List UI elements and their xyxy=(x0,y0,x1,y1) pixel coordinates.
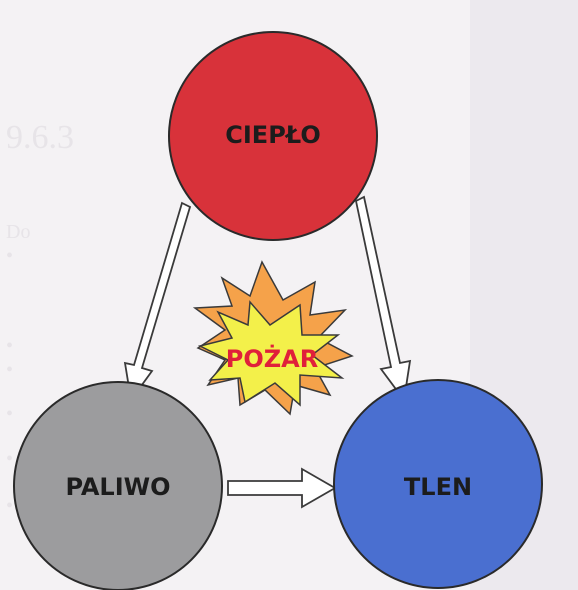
svg-text:•: • xyxy=(6,403,13,425)
fire-label: POŻAR xyxy=(226,344,318,373)
svg-text:•: • xyxy=(6,448,13,470)
arrow-fuel-to-oxygen xyxy=(227,467,337,509)
svg-text:9.6.3: 9.6.3 xyxy=(6,119,74,156)
node-oxygen: TLEN xyxy=(333,379,543,589)
svg-text:•: • xyxy=(6,335,13,357)
svg-text:•: • xyxy=(6,245,13,267)
heat-circle xyxy=(168,31,378,241)
fire-burst: POŻAR xyxy=(192,260,354,416)
node-fuel: PALIWO xyxy=(13,381,223,590)
fuel-circle xyxy=(13,381,223,590)
fuel-label: PALIWO xyxy=(65,473,170,501)
heat-label: CIEPŁO xyxy=(225,121,320,149)
svg-text:•: • xyxy=(6,495,13,517)
arrows xyxy=(123,195,412,509)
svg-text:Do: Do xyxy=(6,221,30,243)
burst-inner-shape xyxy=(197,300,345,407)
oxygen-label: TLEN xyxy=(404,473,472,501)
node-heat: CIEPŁO xyxy=(168,31,378,241)
arrow-heat-to-oxygen xyxy=(354,195,412,403)
oxygen-circle xyxy=(333,379,543,589)
svg-text:•: • xyxy=(6,359,13,381)
